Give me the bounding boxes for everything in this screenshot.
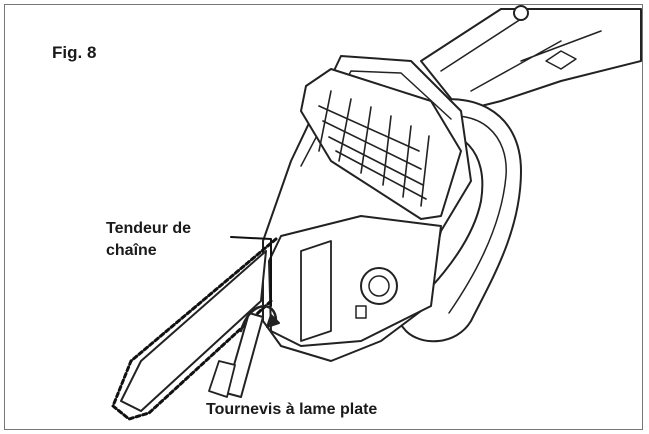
chain-tensioner-label: Tendeur de chaîne	[106, 218, 191, 262]
guide-bar	[120, 250, 267, 412]
screwdriver	[225, 312, 264, 398]
chainsaw-illustration	[111, 5, 642, 421]
tensioner-leader	[230, 236, 272, 307]
saw-chain	[111, 237, 278, 421]
figure-frame	[4, 4, 643, 430]
front-handle	[395, 98, 522, 343]
motor-grille	[300, 68, 462, 220]
chain-tensioner-label-line2: chaîne	[106, 242, 157, 259]
screwdriver-label: Tournevis à lame plate	[206, 401, 378, 418]
figure-title: Fig. 8	[52, 43, 97, 62]
handle-shaft	[420, 8, 642, 112]
chain-tensioner-label-line1: Tendeur de	[106, 220, 192, 237]
